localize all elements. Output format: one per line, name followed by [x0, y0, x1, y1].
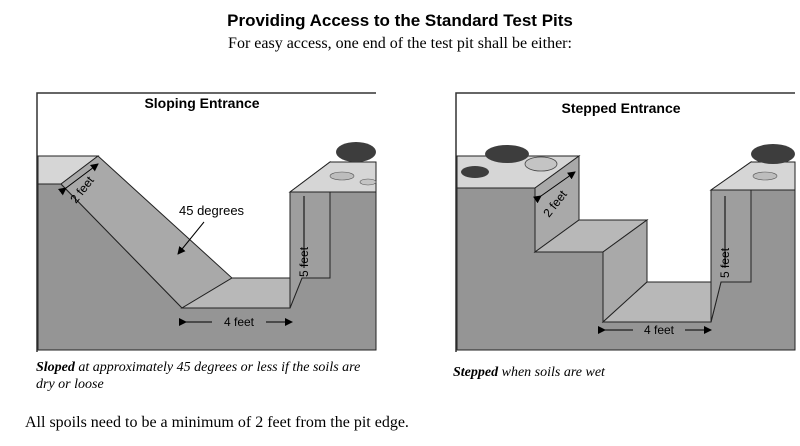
rock-icon: [485, 145, 529, 163]
sloping-caption-text: at approximately 45 degrees or less if t…: [36, 360, 361, 392]
sloping-entrance-illustration: Sloping Entrance 2 feet 45 degrees 5 fee…: [36, 92, 377, 352]
footer-note: All spoils need to be a minimum of 2 fee…: [25, 414, 409, 431]
rock-icon: [752, 171, 778, 181]
rock-icon: [336, 142, 376, 162]
width-dimension-arrow: [532, 171, 576, 204]
stepped-entrance-illustration: Stepped Entrance 2 feet 5 feet 4 feet: [455, 92, 796, 352]
sloping-entrance-panel: Sloping Entrance 2 feet 45 degrees 5 fee…: [36, 92, 378, 354]
stepped-entrance-panel: Stepped Entrance 2 feet 5 feet 4 feet: [455, 92, 797, 354]
sloping-caption-bold: Sloped: [36, 360, 75, 375]
rock-icon: [524, 156, 558, 172]
stepped-heading: Stepped Entrance: [561, 100, 680, 116]
sloping-caption: Sloped at approximately 45 degrees or le…: [36, 359, 366, 393]
stepped-caption-text: when soils are wet: [501, 365, 605, 380]
bottom-label: 4 feet: [644, 323, 675, 337]
depth-label: 5 feet: [297, 246, 311, 277]
rock-icon: [329, 171, 355, 181]
rock-icon: [359, 178, 377, 186]
diagram-subtitle: For easy access, one end of the test pit…: [228, 35, 572, 52]
depth-label: 5 feet: [718, 247, 732, 278]
stepped-caption-bold: Stepped: [453, 365, 499, 380]
angle-label: 45 degrees: [179, 203, 245, 218]
stepped-caption: Stepped when soils are wet: [453, 364, 793, 381]
bottom-label: 4 feet: [224, 315, 255, 329]
panel-frame: [36, 92, 376, 352]
panel-frame: [455, 92, 795, 352]
sloping-heading: Sloping Entrance: [144, 95, 259, 111]
diagram-title: Providing Access to the Standard Test Pi…: [227, 11, 573, 30]
width-dimension-arrow: [58, 163, 99, 196]
angle-pointer-arrow: [177, 221, 205, 255]
rock-icon: [751, 144, 795, 164]
rock-icon: [461, 166, 489, 178]
